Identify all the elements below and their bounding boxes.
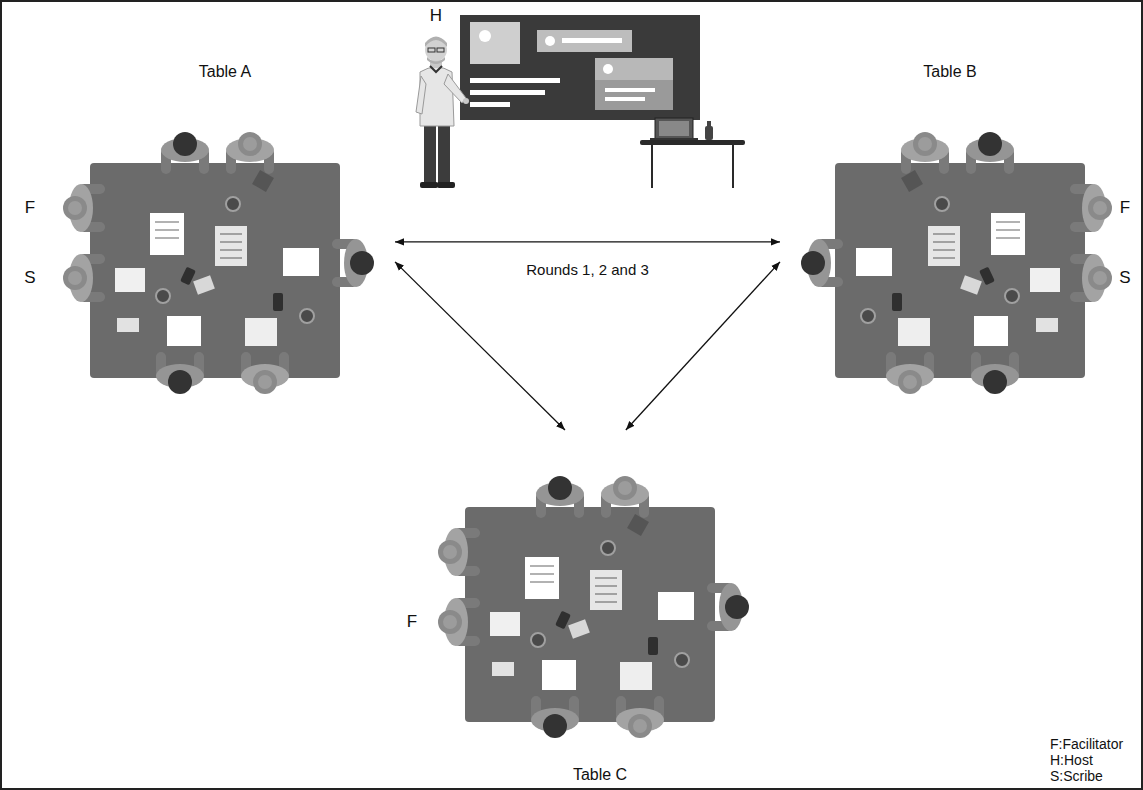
legend-entry: H:Host <box>1050 752 1123 768</box>
rotation-arrow <box>395 241 780 242</box>
host-figure <box>420 182 438 188</box>
table-group: Table B <box>780 62 1120 412</box>
table-label: Table A <box>199 62 251 82</box>
rotation-arrow <box>395 262 565 430</box>
presentation-screen <box>470 78 560 83</box>
illustration <box>63 132 374 394</box>
host-figure <box>428 48 435 52</box>
legend-text: H:Host <box>1050 752 1093 768</box>
presentation-screen <box>470 102 510 107</box>
presentation-screen <box>470 90 545 95</box>
role-letter: S <box>24 268 35 288</box>
presentation-screen <box>460 15 700 120</box>
host-letter: H <box>430 6 442 26</box>
side-table <box>655 118 693 140</box>
illustration <box>438 476 749 738</box>
side-table <box>640 118 745 188</box>
side-table <box>640 140 745 145</box>
legend: F:FacilitatorH:HostS:Scribe <box>1050 736 1123 784</box>
host-figure <box>416 76 426 114</box>
host-figure <box>444 74 466 103</box>
legend-text: S:Scribe <box>1050 768 1103 784</box>
side-table <box>659 121 689 136</box>
legend-text: F:Facilitator <box>1050 736 1123 752</box>
table-group: Table C <box>430 430 770 785</box>
role-letter: F <box>407 612 417 632</box>
presentation-screen <box>595 58 673 80</box>
host-figure <box>438 122 450 184</box>
host-figure <box>437 48 444 52</box>
presentation-screen <box>479 30 491 42</box>
host-figure <box>416 37 469 189</box>
host-figure <box>437 182 455 188</box>
role-letter: F <box>1120 198 1130 218</box>
host-figure <box>424 122 436 184</box>
host-figure <box>463 98 469 104</box>
host-figure <box>427 57 445 64</box>
presentation-screen <box>605 97 645 101</box>
role-letter: F <box>25 198 35 218</box>
rotation-arrow <box>626 262 780 430</box>
host-figure <box>425 37 447 48</box>
rounds-label: Rounds 1, 2 and 3 <box>523 259 652 278</box>
table-group: Table A <box>55 62 395 412</box>
side-table <box>651 144 653 188</box>
table-label: Table C <box>573 765 627 785</box>
presentation-screen <box>460 15 700 120</box>
presentation-screen <box>605 88 655 92</box>
role-letter: S <box>1119 268 1130 288</box>
presentation-screen <box>537 30 632 52</box>
legend-entry: F:Facilitator <box>1050 736 1123 752</box>
side-table <box>732 144 734 188</box>
presentation-screen <box>603 64 613 74</box>
illustration <box>801 132 1112 394</box>
legend-entry: S:Scribe <box>1050 768 1123 784</box>
presentation-screen <box>595 58 673 110</box>
presentation-screen <box>470 22 520 64</box>
table-label: Table B <box>923 62 976 82</box>
side-table <box>705 126 713 140</box>
side-table <box>707 121 711 127</box>
presentation-screen <box>562 38 622 43</box>
presentation-screen <box>545 36 555 46</box>
host-figure <box>430 66 442 72</box>
